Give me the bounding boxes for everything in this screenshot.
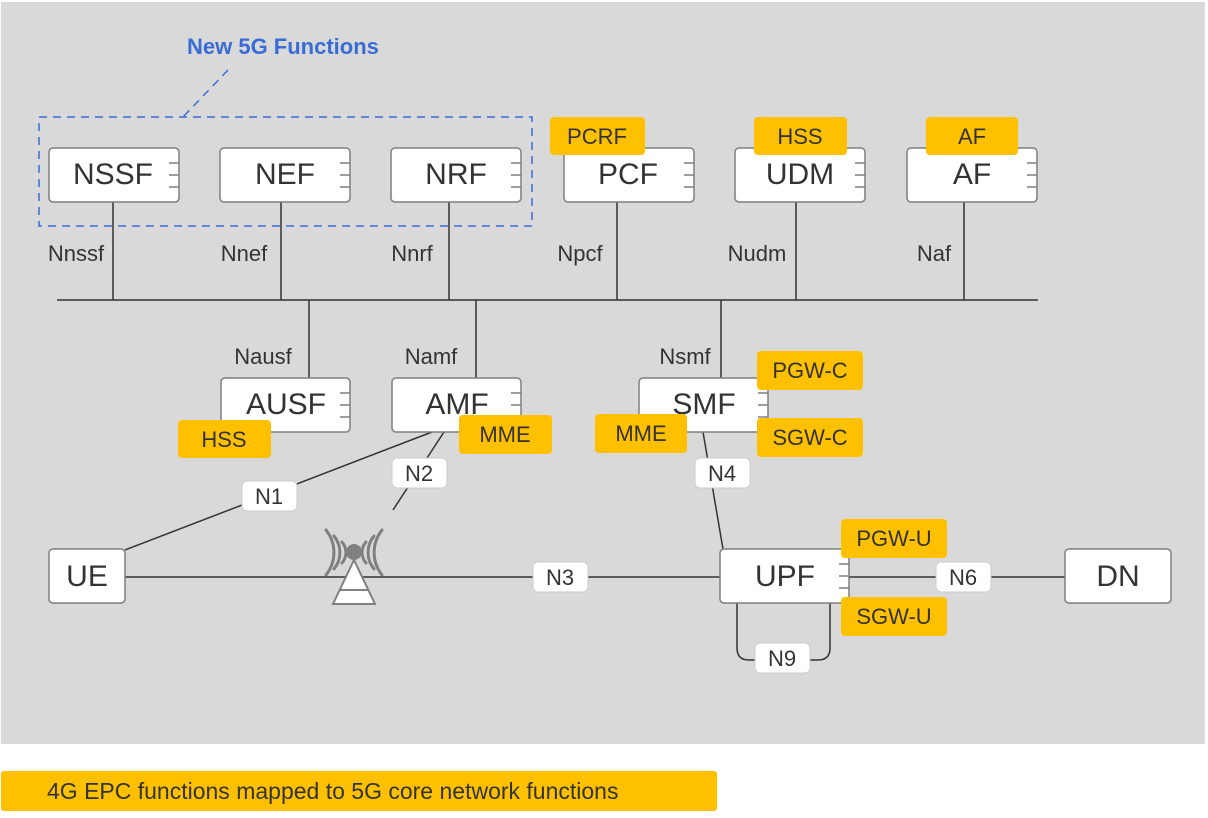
af-tag: AF [958,124,986,149]
n4-label: N4 [708,461,736,486]
nrf-box[interactable]: NRF [390,147,522,203]
n1-label: N1 [255,484,283,509]
ausf-box[interactable]: AUSF [220,377,351,433]
sgw-u-tag: SGW-U [856,604,931,629]
sgw-c-tag: SGW-C [772,425,847,450]
title-pointer-line [182,69,229,118]
nsmf-label: Nsmf [659,344,711,369]
n9-label: N9 [768,646,796,671]
ue-label: UE [66,560,108,593]
pgw-u-tag: PGW-U [856,526,931,551]
ue-box[interactable]: UE [48,548,126,604]
nausf-label: Nausf [234,344,292,369]
n6-label: N6 [949,565,977,590]
new-5g-functions-group [38,116,533,227]
dn-box[interactable]: DN [1064,548,1172,604]
legend-swatch [1,771,717,811]
naf-label: Naf [917,241,952,266]
reference-point-labels: N1 N2 N3 N4 N6 N9 [241,457,992,674]
nnef-label: Nnef [221,241,268,266]
nef-label: NEF [255,158,315,191]
nnrf-label: Nnrf [391,241,433,266]
af-box[interactable]: AF [906,147,1038,203]
udm-box[interactable]: UDM [734,147,866,203]
bottom-connectors [308,300,722,378]
top-connectors [112,202,965,300]
nudm-label: Nudm [728,241,787,266]
pcrf-tag: PCRF [567,124,627,149]
nef-box[interactable]: NEF [219,147,351,203]
dn-label: DN [1096,560,1139,593]
legend: 4G EPC functions mapped to 5G core netwo… [1,771,717,811]
nrf-label: NRF [425,158,487,191]
antenna-tower-icon [324,528,384,605]
epc-tags: PCRF HSS AF HSS MME MME PGW-C SGW-C PGW-… [178,117,1018,636]
diagram-background [1,2,1205,744]
upf-label: UPF [755,560,815,593]
ausf-label: AUSF [246,388,326,421]
namf-label: Namf [405,344,458,369]
pcf-box[interactable]: PCF [563,147,695,203]
nssf-label: NSSF [73,158,153,191]
legend-label: 4G EPC functions mapped to 5G core netwo… [47,778,618,804]
n3-label: N3 [546,565,574,590]
af-label: AF [953,158,991,191]
new-5g-functions-title: New 5G Functions [187,34,379,59]
hss-udm-tag: HSS [777,124,822,149]
nnssf-label: Nnssf [48,241,105,266]
pgw-c-tag: PGW-C [772,358,847,383]
mme-amf-tag: MME [479,422,530,447]
npcf-label: Npcf [557,241,603,266]
pcf-label: PCF [598,158,658,191]
udm-label: UDM [766,158,834,191]
upf-box[interactable]: UPF [719,548,850,604]
n2-label: N2 [405,461,433,486]
service-interface-labels: Nnssf Nnef Nnrf Npcf Nudm Naf Nausf Namf… [48,241,952,369]
nssf-box[interactable]: NSSF [48,147,180,203]
hss-ausf-tag: HSS [201,427,246,452]
mme-smf-tag: MME [615,421,666,446]
